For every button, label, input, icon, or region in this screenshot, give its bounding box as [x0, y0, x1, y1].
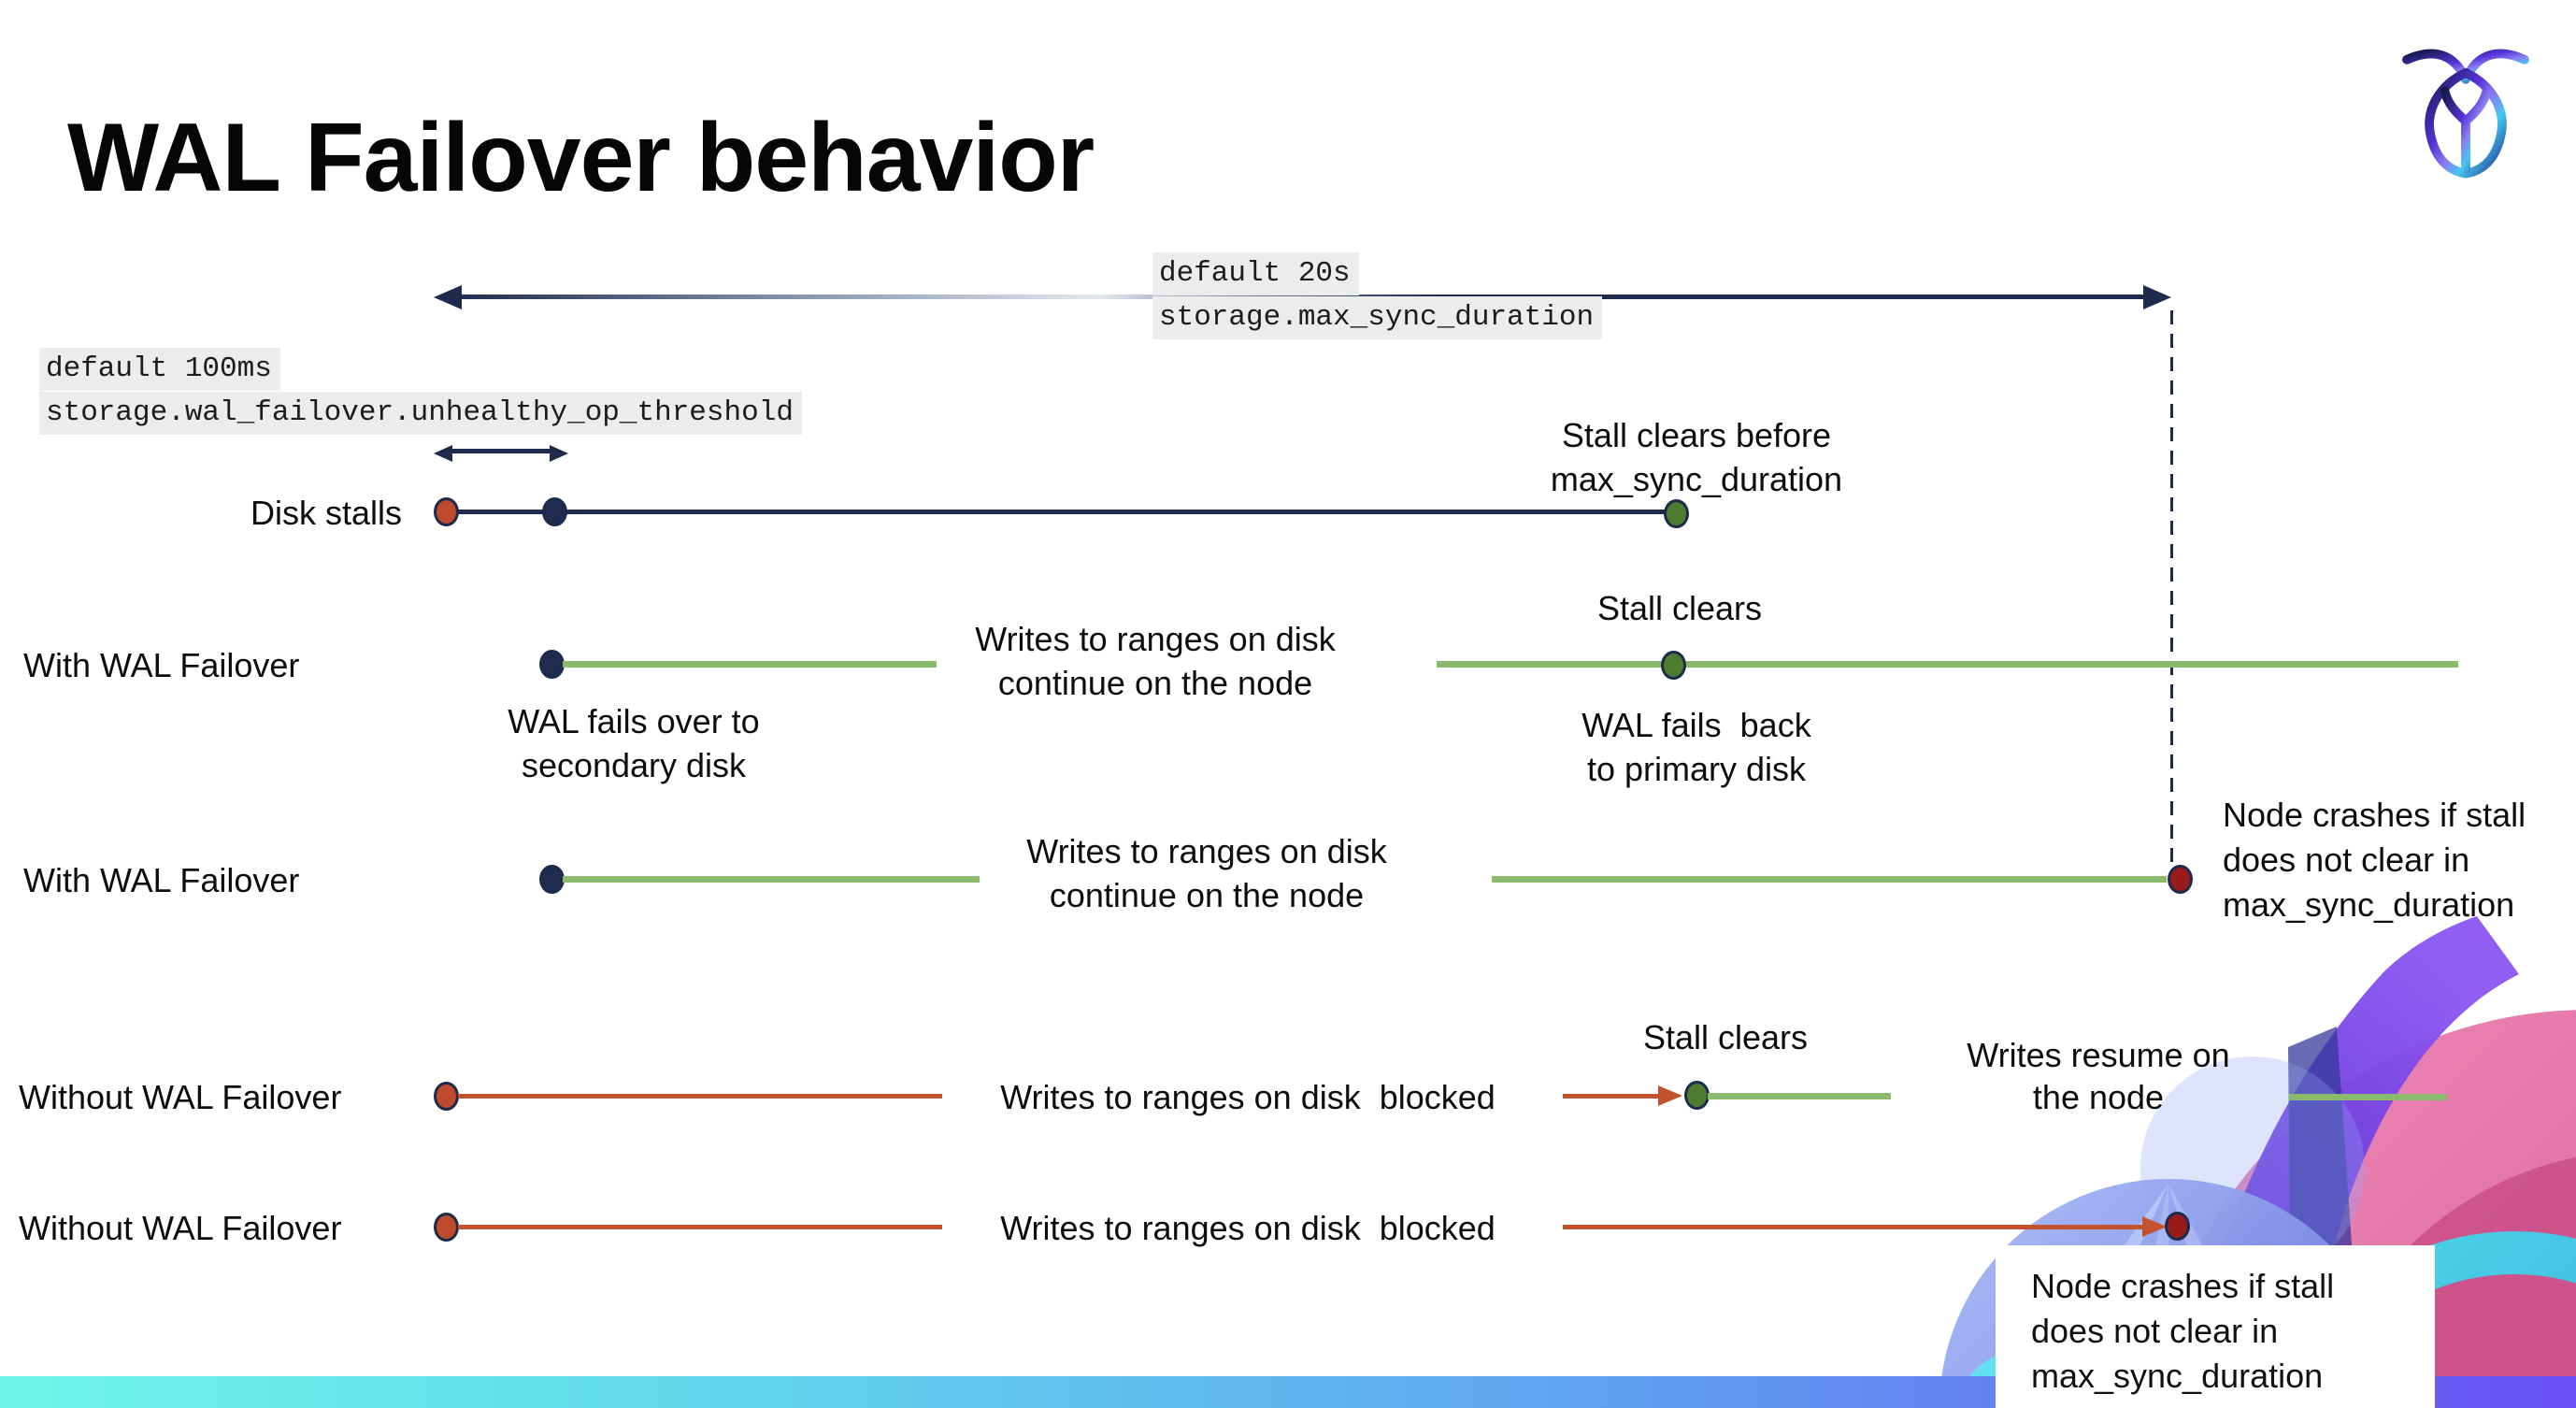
arrow-right-icon — [2143, 285, 2171, 309]
stall-clears-dot-row4 — [1684, 1081, 1710, 1110]
row4-red-line-a — [458, 1094, 942, 1099]
max-sync-deadline-dashed-line — [2170, 310, 2173, 866]
max-sync-setting-name: storage.max_sync_duration — [1152, 296, 1603, 339]
row4-resume-label: Writes resume on the node — [1967, 1036, 2230, 1116]
row4-green-line-a — [1708, 1093, 1891, 1099]
page-title: WAL Failover behavior — [67, 103, 1095, 212]
stall-clears-dot-row1 — [1664, 499, 1689, 528]
row5-red-line-a — [458, 1225, 942, 1229]
row1-line-b — [566, 510, 1666, 514]
row4-red-line-b — [1563, 1094, 1660, 1099]
row3-crash-label: Node crashes if stall does not clear in … — [2223, 796, 2526, 924]
row-label-without-wal-failover-1: Without WAL Failover — [19, 1078, 342, 1116]
row4-green-line-b — [2289, 1094, 2447, 1100]
row5-red-line-b — [1563, 1225, 2144, 1229]
disk-stall-start-dot — [434, 497, 459, 526]
max-sync-duration-label: default 20s storage.max_sync_duration — [1152, 252, 1603, 340]
row4-red-arrowhead-icon — [1658, 1085, 1682, 1106]
row2-green-line-b — [1437, 661, 2458, 668]
arrow-left-icon — [434, 285, 462, 309]
row3-green-line-b — [1492, 876, 2167, 883]
row2-failover-label: WAL fails over to secondary disk — [508, 702, 760, 784]
threshold-default-value: default 100ms — [39, 348, 280, 391]
node-crash-dot-row3 — [2168, 865, 2193, 894]
row2-green-line-a — [563, 661, 937, 668]
row3-green-line-a — [563, 876, 980, 883]
row2-mid-text: Writes to ranges on disk continue on the… — [975, 620, 1336, 702]
failover-threshold-dot — [542, 497, 567, 526]
row5-crash-label-box: Node crashes if stall does not clear in … — [1996, 1245, 2435, 1408]
failover-dot-row2 — [539, 650, 565, 679]
unhealthy-op-threshold-label: default 100ms storage.wal_failover.unhea… — [39, 348, 802, 436]
row5-blocked-text: Writes to ranges on disk blocked — [1000, 1209, 1496, 1247]
row5-red-arrowhead-icon — [2142, 1216, 2167, 1237]
cockroachdb-logo-icon — [2402, 49, 2529, 179]
row1-annotation: Stall clears before max_sync_duration — [1550, 416, 1843, 498]
row3-mid-text: Writes to ranges on disk continue on the… — [1026, 832, 1387, 914]
row-label-with-wal-failover-1: With WAL Failover — [23, 646, 300, 684]
row-label-disk-stalls: Disk stalls — [250, 494, 402, 532]
row-label-with-wal-failover-2: With WAL Failover — [23, 861, 300, 899]
row1-line-a — [458, 510, 544, 514]
row2-stall-clears-label: Stall clears — [1596, 589, 1763, 627]
threshold-arrow-line — [445, 449, 555, 453]
threshold-arrow-left-icon — [434, 445, 452, 462]
node-crash-dot-row5 — [2165, 1212, 2190, 1241]
max-sync-default-value: default 20s — [1152, 252, 1359, 295]
row4-blocked-text: Writes to ranges on disk blocked — [1000, 1078, 1496, 1116]
row4-stall-clears-label: Stall clears — [1642, 1018, 1809, 1056]
threshold-arrow-right-icon — [550, 445, 568, 462]
row2-failback-label: WAL fails back to primary disk — [1581, 706, 1811, 788]
stall-start-dot-row5 — [434, 1213, 459, 1242]
stall-clears-dot-row2 — [1661, 651, 1686, 680]
failover-dot-row3 — [539, 865, 565, 894]
threshold-setting-name: storage.wal_failover.unhealthy_op_thresh… — [39, 392, 802, 435]
stall-start-dot-row4 — [434, 1082, 459, 1111]
row-label-without-wal-failover-2: Without WAL Failover — [19, 1209, 342, 1247]
